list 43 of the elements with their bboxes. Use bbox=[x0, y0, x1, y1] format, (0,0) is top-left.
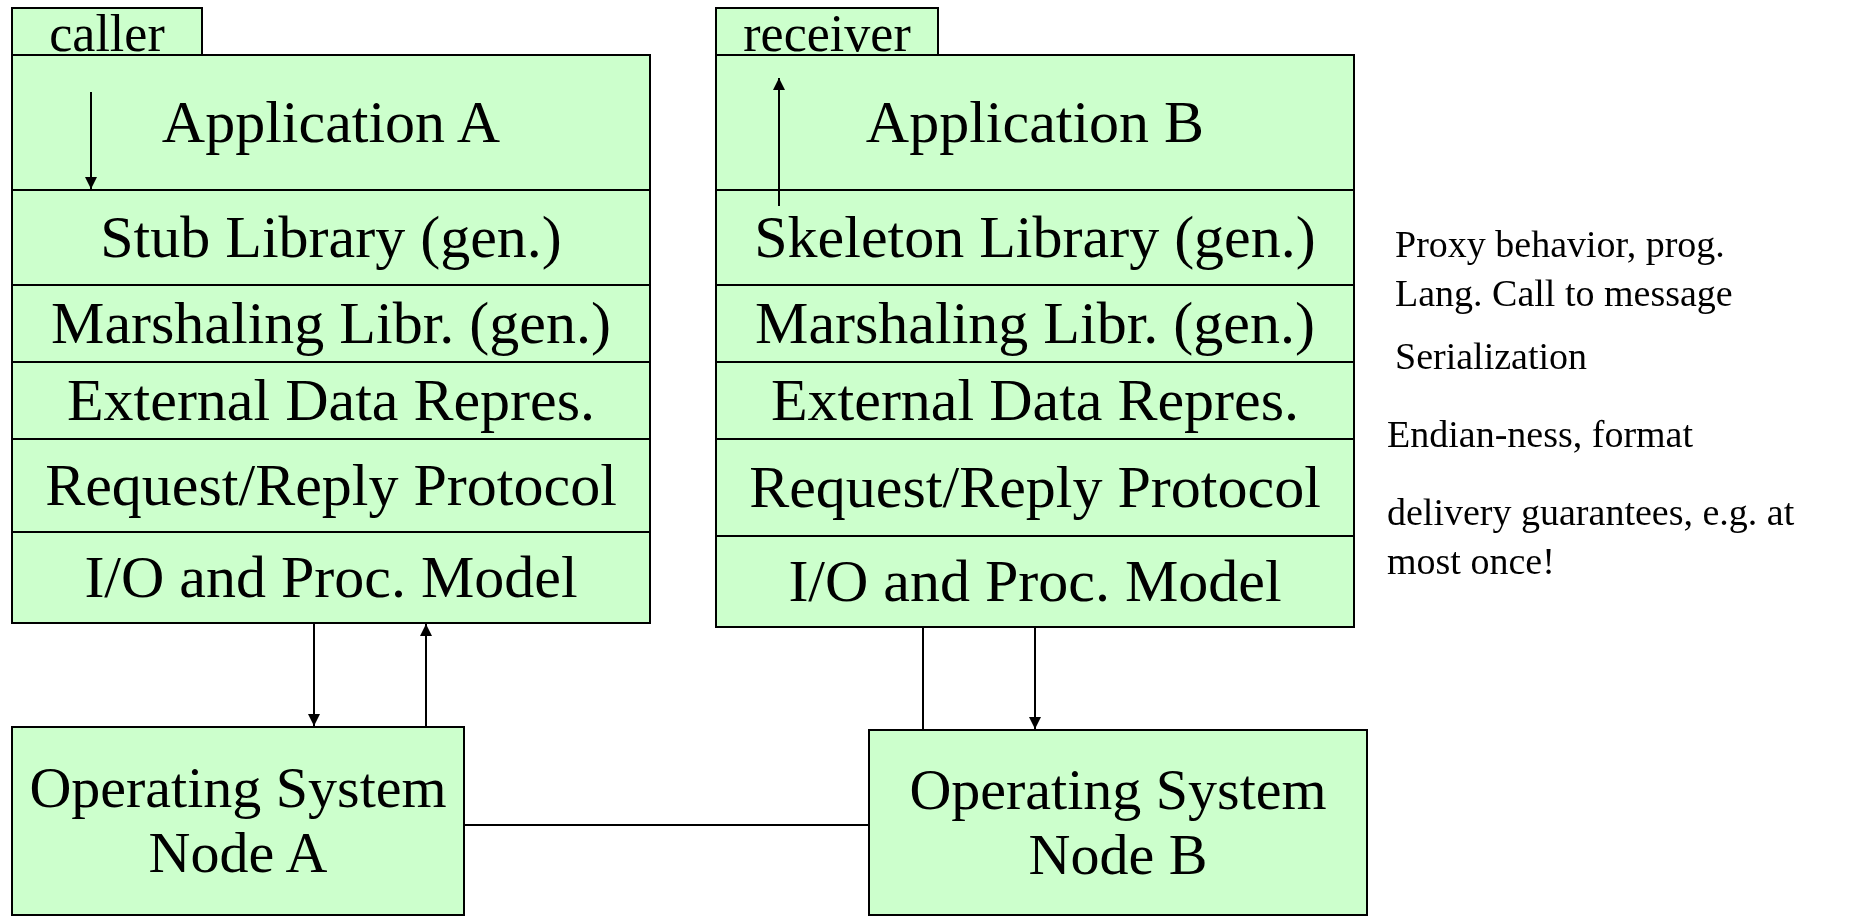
node-label: Operating System Node B bbox=[908, 757, 1328, 888]
arrow bbox=[85, 91, 97, 190]
node-label: Request/Reply Protocol bbox=[45, 451, 617, 520]
layer-box bbox=[11, 361, 651, 440]
tab-label-box bbox=[11, 7, 203, 56]
annotation-note: delivery guarantees, e.g. at most once! bbox=[1387, 490, 1796, 585]
os-node-box bbox=[868, 729, 1368, 916]
node-label: Skeleton Library (gen.) bbox=[754, 203, 1316, 272]
node-label: Operating System Node A bbox=[28, 756, 448, 886]
tab-label-box bbox=[715, 7, 939, 56]
layer-box bbox=[715, 54, 1355, 191]
os-node-box bbox=[11, 726, 465, 916]
annotation-note: Endian-ness, format bbox=[1387, 412, 1695, 457]
layer-box bbox=[11, 531, 651, 624]
layer-box bbox=[715, 284, 1355, 363]
layer-box bbox=[715, 361, 1355, 440]
node-label: External Data Repres. bbox=[770, 366, 1300, 435]
layer-box bbox=[11, 284, 651, 363]
node-label: Application A bbox=[161, 88, 501, 157]
arrow bbox=[1029, 627, 1041, 730]
layer-box bbox=[11, 54, 651, 191]
layer-box bbox=[11, 438, 651, 533]
node-label: Request/Reply Protocol bbox=[749, 453, 1321, 522]
node-label: Marshaling Libr. (gen.) bbox=[755, 289, 1315, 358]
layer-box bbox=[715, 189, 1355, 286]
node-label: Stub Library (gen.) bbox=[100, 203, 562, 272]
connector-line bbox=[922, 627, 924, 730]
connector-line bbox=[464, 824, 869, 826]
layer-box bbox=[11, 189, 651, 286]
annotation-note: Proxy behavior, prog. Lang. Call to message bbox=[1395, 222, 1734, 317]
node-label: Application B bbox=[865, 88, 1205, 157]
layer-box bbox=[715, 438, 1355, 537]
arrow bbox=[420, 623, 432, 727]
node-label: I/O and Proc. Model bbox=[788, 547, 1282, 616]
node-label: receiver bbox=[743, 9, 911, 59]
node-label: Marshaling Libr. (gen.) bbox=[51, 289, 611, 358]
annotation-note: Serialization bbox=[1395, 334, 1589, 379]
layer-box bbox=[715, 535, 1355, 628]
arrow bbox=[773, 77, 785, 207]
arrow bbox=[308, 623, 320, 727]
node-label: I/O and Proc. Model bbox=[84, 543, 578, 612]
node-label: External Data Repres. bbox=[66, 366, 596, 435]
node-label: caller bbox=[49, 9, 165, 59]
